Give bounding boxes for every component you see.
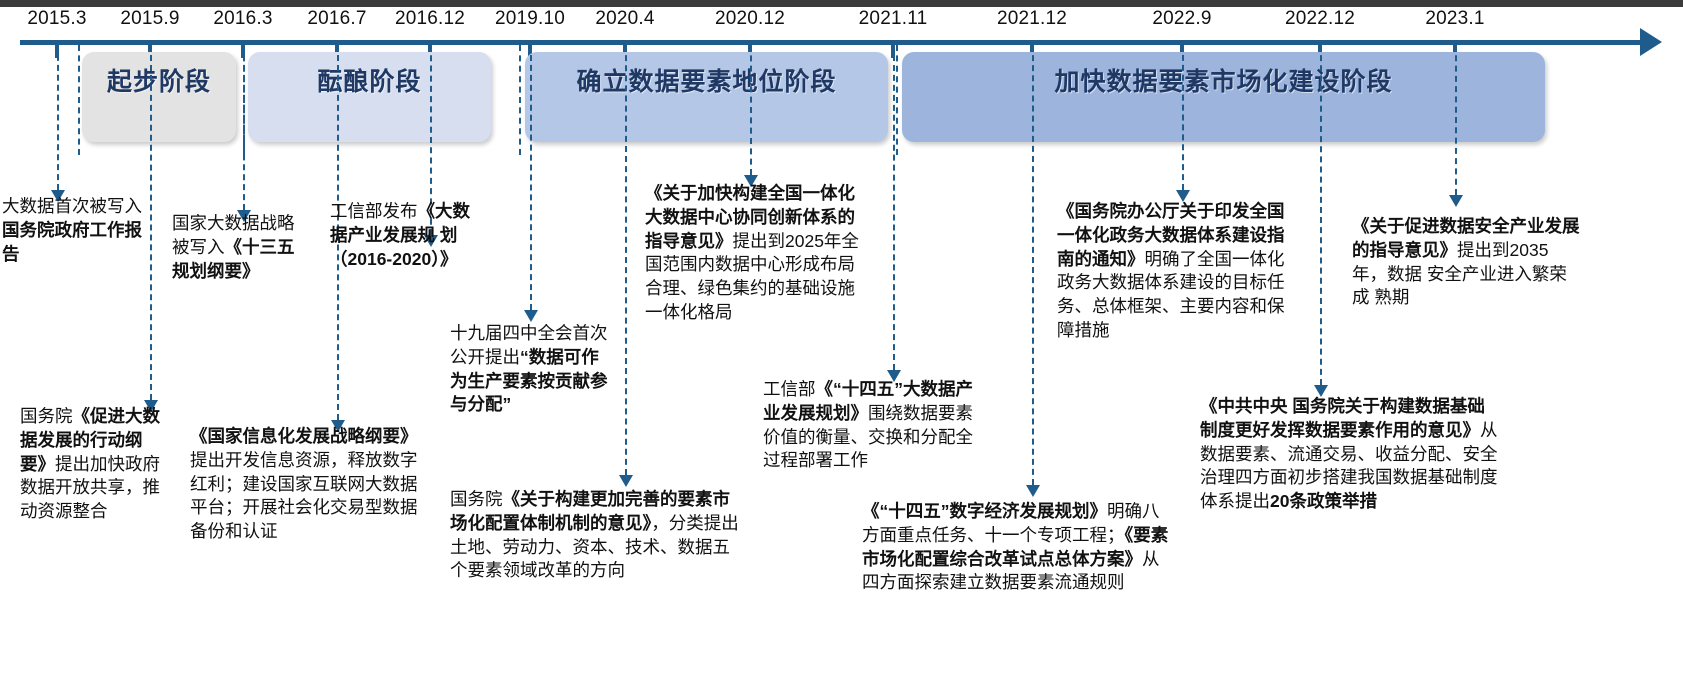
note-connector-line — [625, 45, 627, 475]
phase-banner-4[interactable]: 加快数据要素市场化建设阶段 — [902, 52, 1545, 142]
note-segment: 20条政策举措 — [1270, 491, 1377, 512]
note-connector-line — [750, 45, 752, 175]
arrow-down-icon — [1176, 190, 1190, 202]
note-connector-line — [1032, 45, 1034, 485]
note-segment: 《关于构建更加完善的要素市场化配置体制机制的意见》 — [450, 489, 730, 533]
note-segment: 《关于加快构建全国一体化大数据中心协同创新体系的指导意见》 — [645, 183, 855, 251]
note-2015-3: 大数据首次被写入国务院政府工作报告 — [2, 195, 142, 266]
arrow-down-icon — [424, 235, 438, 247]
axis-year-label: 2016.12 — [394, 8, 466, 29]
axis-year-label: 2020.4 — [595, 8, 655, 29]
arrow-down-icon — [51, 190, 65, 202]
note-segment: 工信部 — [763, 379, 816, 399]
note-2019-10: 十九届四中全会首次公开提出“数据可作为生产要素按贡献参与分配” — [450, 322, 610, 417]
phase-banner-label: 起步阶段 — [106, 68, 211, 96]
note-segment: 国务院 — [20, 406, 73, 426]
note-segment: 从四方面探索建立数据要素流通规则 — [862, 548, 1160, 593]
note-segment: 工信部发布 — [330, 201, 418, 221]
note-segment: 《中共中央 国务院关于构建数据基础制度更好发挥数据要素作用的意见》 — [1200, 396, 1485, 440]
note-segment: 《大数据产业发展规 划 （2016-2020）》 — [330, 201, 470, 269]
note-2021-11: 工信部《“十四五”大数据产业发展规划》围绕数据要素价值的衡量、交换和分配全过程部… — [763, 378, 985, 473]
note-connector-line — [57, 45, 59, 190]
note-segment: 明确了全国一体化政务大数据体系建设的目标任务、总体框架、主要内容和保障措施 — [1057, 248, 1285, 340]
phase-banner-2[interactable]: 酝酿阶段 — [248, 52, 491, 142]
arrow-down-icon — [1026, 485, 1040, 497]
note-connector-line — [430, 45, 432, 235]
note-segment: 明确八方面重点任务、十一个专项工程； — [862, 501, 1160, 545]
arrow-down-icon — [524, 310, 538, 322]
note-2020-12: 《关于加快构建全国一体化大数据中心协同创新体系的指导意见》提出到2025年全国范… — [645, 182, 870, 325]
note-2021-12: 《“十四五”数字经济发展规划》明确八方面重点任务、十一个专项工程；《要素市场化配… — [862, 500, 1172, 595]
note-connector-line — [243, 45, 245, 210]
note-segment: 提出加快政府数据开放共享，推动资源整合 — [20, 453, 160, 522]
note-segment: 提出到2025年全国范围内数据中心形成布局合理、绿色集约的基础设施一体化格局 — [645, 230, 859, 322]
axis-year-label: 2021.11 — [858, 8, 928, 29]
axis-year-label: 2015.3 — [27, 8, 87, 29]
axis-year-label: 2015.9 — [120, 8, 180, 29]
axis-year-label: 2016.7 — [307, 8, 367, 29]
note-segment: 《“十四五”大数据产业发展规划》 — [763, 379, 973, 423]
phase-banner-1[interactable]: 起步阶段 — [82, 52, 236, 142]
axis-year-label: 2021.12 — [996, 8, 1068, 29]
right-arrow-icon — [1640, 28, 1662, 56]
note-segment: 提出开发信息资源，释放数字红利；建设国家互联网大数据平台；开展社会化交易型数据备… — [190, 449, 418, 542]
arrow-down-icon — [619, 475, 633, 487]
note-2016-3: 国务院《促进大数据发展的行动纲要》提出加快政府数据开放共享，推动资源整合 — [20, 405, 165, 524]
note-connector-line — [530, 45, 532, 310]
axis-year-label: 2022.9 — [1152, 8, 1212, 29]
note-2022-12: 《中共中央 国务院关于构建数据基础制度更好发挥数据要素作用的意见》从数据要素、流… — [1200, 395, 1500, 514]
note-segment: 从数据要素、流通交易、收益分配、安全治理四方面初步搭建我国数据基础制度体系提出 — [1200, 419, 1498, 512]
note-segment: 《国家信息化发展战略纲要》 — [190, 426, 418, 446]
phase-banner-label: 酝酿阶段 — [317, 68, 422, 96]
note-connector-line — [1320, 45, 1322, 385]
note-segment: “数据可作为生产要素按贡献参与分配” — [450, 346, 608, 415]
axis-year-label: 2020.12 — [714, 8, 786, 29]
phase-banner-label: 加快数据要素市场化建设阶段 — [1054, 68, 1393, 96]
phase-separator — [896, 45, 898, 155]
arrow-down-icon — [744, 175, 758, 187]
note-segment: 《促进大数据发展的行动纲要》 — [20, 406, 160, 474]
phase-banner-label: 确立数据要素地位阶段 — [576, 68, 837, 96]
note-connector-line — [1455, 45, 1457, 195]
note-segment: 围绕数据要素价值的衡量、交换和分配全过程部署工作 — [763, 402, 973, 471]
axis-year-label: 2022.12 — [1284, 8, 1356, 29]
note-segment: 《国务院办公厅关于印发全国一体化政务大数据体系建设指南的通知》 — [1057, 201, 1285, 269]
note-2015-9: 国家大数据战略被写入《十三五规划纲要》 — [172, 212, 297, 283]
note-segment: 国家大数据战略被写入 — [172, 213, 295, 257]
window-chrome-strip — [0, 0, 1683, 7]
phase-separator — [78, 45, 80, 155]
note-segment: 十九届四中全会首次公开提出 — [450, 323, 608, 367]
timeline-axis-line — [20, 40, 1645, 45]
note-2016-12: 《国家信息化发展战略纲要》提出开发信息资源，释放数字红利；建设国家互联网大数据平… — [190, 425, 425, 544]
note-segment: 国务院 — [450, 489, 503, 509]
axis-year-label: 2019.10 — [494, 8, 566, 29]
note-connector-line — [1182, 45, 1184, 190]
note-2022-9: 《国务院办公厅关于印发全国一体化政务大数据体系建设指南的通知》明确了全国一体化政… — [1057, 200, 1293, 343]
note-connector-line — [893, 45, 895, 370]
note-2023-1: 《关于促进数据安全产业发展的指导意见》提出到2035年，数据 安全产业进入繁荣成… — [1352, 215, 1582, 310]
note-2020-4: 国务院《关于构建更加完善的要素市场化配置体制机制的意见》，分类提出土地、劳动力、… — [450, 488, 740, 583]
phase-separator — [519, 45, 521, 155]
phase-banner-3[interactable]: 确立数据要素地位阶段 — [525, 52, 888, 142]
arrow-down-icon — [1449, 195, 1463, 207]
note-segment: 《要素市场化配置综合改革试点总体方案》 — [862, 524, 1169, 569]
arrow-down-icon — [887, 370, 901, 382]
note-segment: 大数据首次被写入 — [2, 196, 142, 216]
note-segment: 《十三五规划纲要》 — [172, 236, 295, 281]
note-segment: ，分类提出土地、劳动力、资本、技术、数据五个要素领域改革的方向 — [450, 512, 739, 581]
axis-year-label: 2016.3 — [213, 8, 273, 29]
note-2016-7: 工信部发布《大数据产业发展规 划 （2016-2020）》 — [330, 200, 485, 271]
arrow-down-icon — [237, 210, 251, 222]
note-segment: 《“十四五”数字经济发展规划》 — [862, 501, 1107, 521]
note-segment: 国务院政府工作报告 — [2, 219, 142, 264]
axis-year-label: 2023.1 — [1425, 8, 1485, 29]
note-segment: 《关于促进数据安全产业发展的指导意见》 — [1352, 216, 1580, 260]
note-segment: 提出到2035年，数据 安全产业进入繁荣成 熟期 — [1352, 239, 1567, 308]
arrow-down-icon — [331, 420, 345, 432]
note-connector-line — [150, 45, 152, 400]
note-connector-line — [337, 45, 339, 420]
arrow-down-icon — [144, 400, 158, 412]
arrow-down-icon — [1314, 385, 1328, 397]
